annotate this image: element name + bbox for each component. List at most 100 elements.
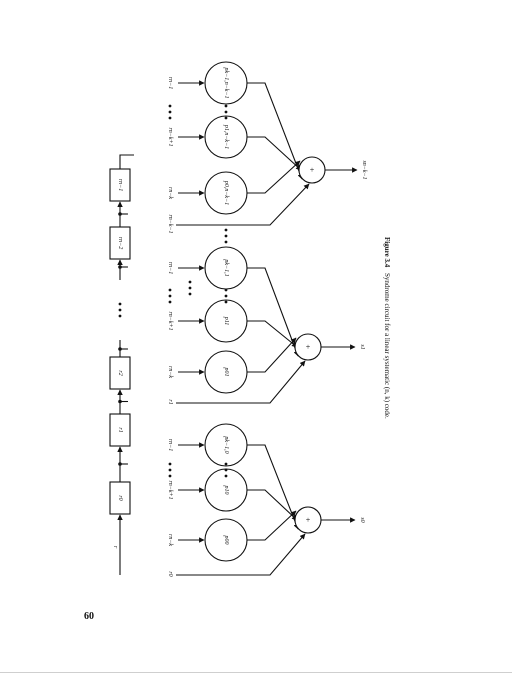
input-label: r <box>112 546 118 549</box>
section-1-ellipsis-dot <box>224 294 228 298</box>
register-stage <box>109 413 131 447</box>
section-2-to-adder-wire <box>247 136 302 171</box>
section-0-ellipsis-dot <box>224 462 228 466</box>
section-1-direct-label: r1 <box>167 399 173 404</box>
section-2-input-ellipsis-dot <box>168 110 172 114</box>
section-1-parity-box <box>204 350 248 394</box>
shapes <box>109 61 326 562</box>
section-1-to-adder-wire <box>247 320 298 348</box>
section-1-output-label: s1 <box>359 344 365 349</box>
page-number: 60 <box>84 611 94 622</box>
section-2-adder <box>298 156 326 184</box>
register-stage-label: r2 <box>117 370 123 375</box>
section-0-parity-box <box>204 423 248 467</box>
caption-label: Figure 3.4 <box>383 237 391 268</box>
section-2-parity-input-label: rn−1 <box>167 77 173 89</box>
register-stage-label: r1 <box>117 427 123 432</box>
section-0-ellipsis-dot <box>224 468 228 472</box>
section-2-to-adder-wire <box>247 82 303 180</box>
section-ellipsis <box>224 228 228 244</box>
section-1-parity-input-label: rn−k <box>167 366 173 378</box>
section-0-input-ellipsis-dot <box>168 468 172 472</box>
section-0-direct-label: r0 <box>167 571 173 576</box>
section-0-parity-input-label: rn−1 <box>167 439 173 451</box>
section-2-ellipsis-dot <box>224 104 228 108</box>
register-stage <box>109 356 131 390</box>
section-2-input-ellipsis <box>168 104 172 120</box>
section-1-parity-box-label: p01 <box>223 367 229 377</box>
section-0-parity-box-label: p10 <box>223 485 229 495</box>
section-2-parity-input-label: rn−k+1 <box>167 127 173 146</box>
section-0-input-ellipsis-dot <box>168 462 172 466</box>
section-0-adder <box>294 506 322 534</box>
section-2-parity-box-label: p1,n−k−1 <box>223 124 229 149</box>
register-output-wire <box>119 154 134 169</box>
section-2-direct-wire <box>176 183 310 226</box>
section-1-parity-box-label: pk−1,1 <box>223 258 229 276</box>
tap-dot <box>118 347 122 351</box>
section-1-to-adder-wire <box>247 267 299 357</box>
tap-dot <box>118 212 122 216</box>
register-stage <box>109 481 131 515</box>
section-1-input-ellipsis-dot <box>168 300 172 304</box>
section-2-ellipsis-dot <box>224 116 228 120</box>
section-1-parity-input-label: rn−1 <box>167 262 173 274</box>
section-2-adder-symbol: + <box>310 166 315 175</box>
section-1-ellipsis-dot <box>224 288 228 292</box>
section-ellipsis-dot <box>224 234 228 238</box>
section-0-input-ellipsis <box>168 462 172 478</box>
section-0-parity-input-label: rn−k+1 <box>167 480 173 499</box>
section-1-direct-wire <box>176 360 306 404</box>
register-stage-label: rn−2 <box>117 237 123 249</box>
section-2-parity-input-label: rn−k <box>167 187 173 199</box>
register-ellipsis <box>118 302 122 318</box>
section-2-parity-box <box>204 171 248 215</box>
bottom-rule <box>0 672 512 673</box>
section-2-parity-box-label: pk−1,n−k−1 <box>223 67 229 99</box>
wires <box>117 80 358 576</box>
section-2-parity-box <box>204 61 248 105</box>
section-0-adder-symbol: + <box>306 516 311 525</box>
tap-dot <box>118 265 122 269</box>
section-0-parity-box <box>204 518 248 562</box>
register-ellipsis-dot <box>118 314 122 318</box>
section-2-to-adder-wire <box>247 160 301 194</box>
section-0-to-adder-wire <box>247 510 297 541</box>
section-1-parity-box-label: p11 <box>223 316 229 326</box>
section-1-ellipsis-dot <box>224 300 228 304</box>
section-0-ellipsis-dot <box>224 474 228 478</box>
section-2-direct-label: rn−k−1 <box>167 214 173 233</box>
section-ellipsis-dot <box>224 228 228 232</box>
section-2-output-label: sn−k−1 <box>361 160 367 179</box>
section-input-ellipsis-dot <box>188 292 192 296</box>
section-1-input-ellipsis <box>168 288 172 304</box>
tap-dot <box>118 399 122 404</box>
section-2-parity-box-label: p0,n−k−1 <box>223 180 229 205</box>
register-stage <box>109 226 131 260</box>
register-ellipsis-dot <box>118 308 122 312</box>
section-1-to-adder-wire <box>247 337 297 373</box>
caption-text: Syndrome circuit for a linear systematic… <box>383 273 391 419</box>
register-stage-label: r0 <box>117 495 123 500</box>
section-input-ellipsis-dot <box>188 286 192 290</box>
section-0-parity-box-label: pk−1,0 <box>223 435 229 453</box>
register-ellipsis-dot <box>118 302 122 306</box>
tap-dot <box>118 462 122 466</box>
section-0-direct-wire <box>176 533 306 576</box>
section-2-input-ellipsis-dot <box>168 116 172 120</box>
section-0-to-adder-wire <box>247 444 299 530</box>
section-1-adder <box>294 333 322 361</box>
section-1-parity-input-label: rn−k+1 <box>167 311 173 330</box>
section-input-ellipsis <box>188 280 192 296</box>
section-2-ellipsis-dot <box>224 110 228 114</box>
section-1-adder-symbol: + <box>306 343 311 352</box>
section-1-input-ellipsis-dot <box>168 294 172 298</box>
section-1-parity-box <box>204 299 248 343</box>
register-stage <box>109 168 131 202</box>
section-0-parity-input-label: rn−k <box>167 534 173 546</box>
section-1-input-ellipsis-dot <box>168 288 172 292</box>
section-2-ellipsis <box>224 104 228 120</box>
